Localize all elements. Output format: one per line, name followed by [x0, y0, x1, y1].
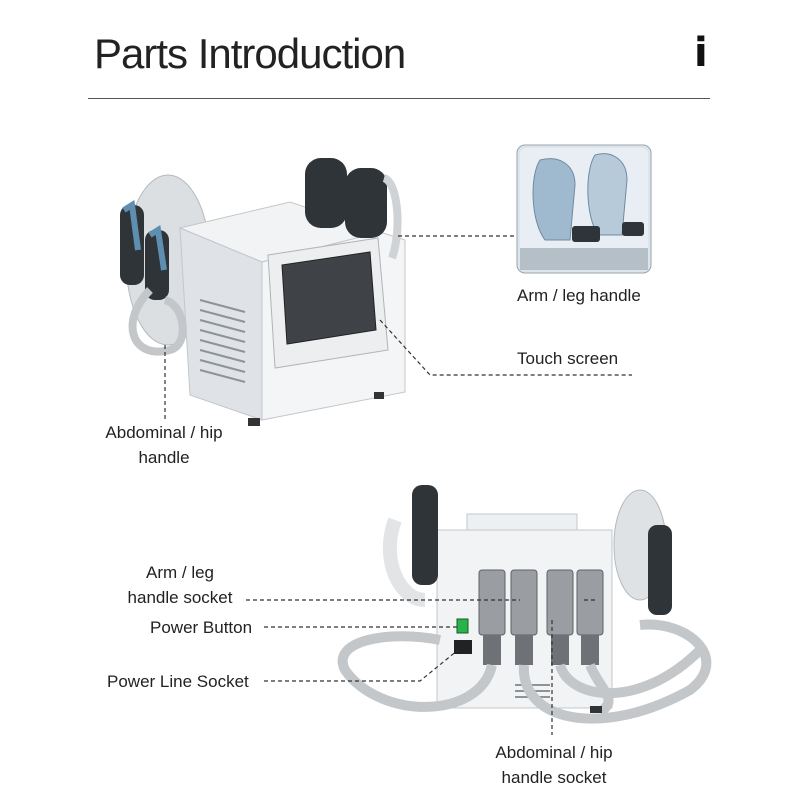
arm-leg-socket-label-line2: handle socket	[127, 588, 233, 607]
touch-screen-label: Touch screen	[517, 349, 619, 368]
arm-leg-handle-label: Arm / leg handle	[517, 286, 641, 305]
arm-leg-socket-label-line1: Arm / leg	[145, 563, 215, 582]
title-divider	[88, 98, 710, 99]
arm-leg-socket-label: Arm / leg handle socket	[118, 560, 242, 610]
power-line-socket-label: Power Line Socket	[107, 672, 249, 691]
rear-machine	[337, 485, 712, 724]
abdominal-hip-socket-label-line1: Abdominal / hip	[495, 743, 613, 762]
power-button-label: Power Button	[150, 618, 253, 637]
abdominal-hip-socket-label: Abdominal / hip handle socket	[488, 740, 620, 790]
abdominal-hip-handle-label: Abdominal / hip handle	[96, 420, 232, 470]
page-title: Parts Introduction	[94, 30, 406, 77]
callout-lines	[164, 235, 632, 735]
arm-leg-handle-photo	[516, 144, 652, 274]
abdominal-hip-handle-label-line1: Abdominal / hip	[105, 423, 223, 442]
abdominal-hip-socket-label-line2: handle socket	[501, 768, 607, 787]
abdominal-hip-handle-label-line2: handle	[138, 448, 190, 467]
front-machine	[120, 158, 406, 426]
info-icon: i	[694, 30, 708, 76]
